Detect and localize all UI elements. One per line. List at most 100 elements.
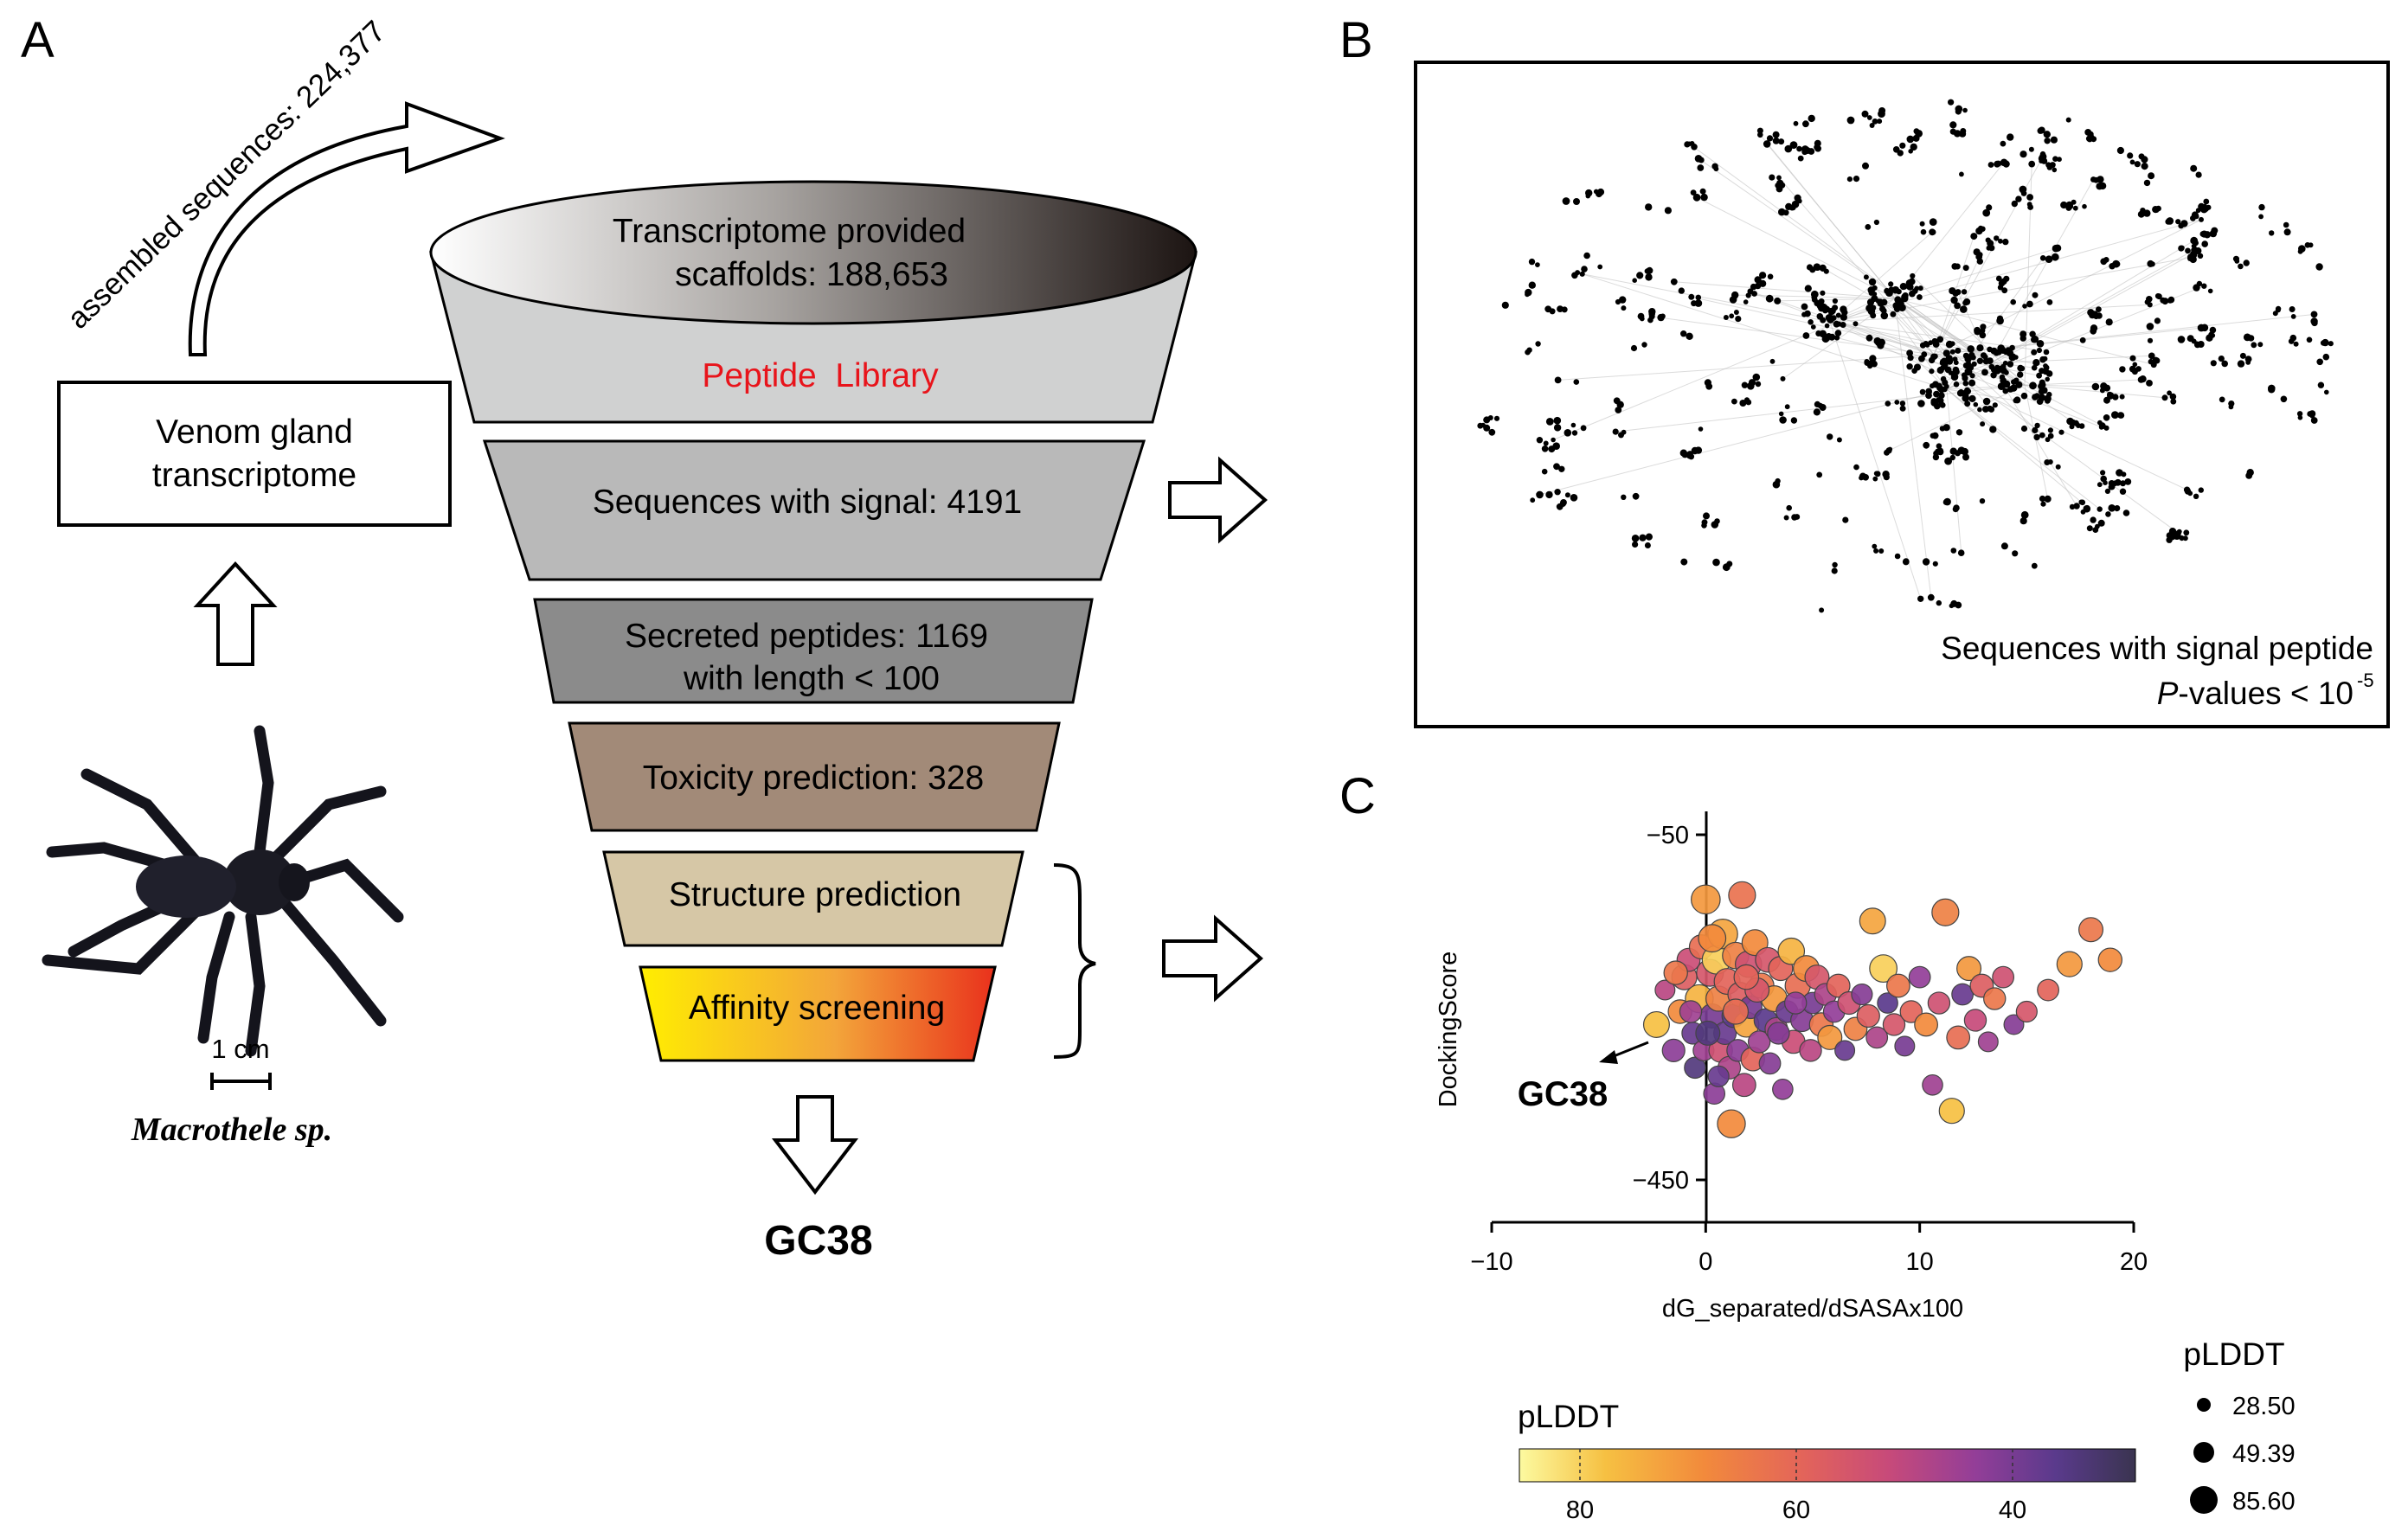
network-node: [1834, 330, 1842, 336]
network-node: [2072, 205, 2078, 211]
network-node: [2290, 314, 2296, 319]
network-node: [2328, 341, 2334, 347]
network-node: [1553, 416, 1562, 425]
network-node: [2200, 324, 2209, 332]
colorbar-tick-label: 40: [1999, 1496, 2026, 1524]
network-node: [2143, 179, 2151, 187]
network-node: [2080, 509, 2086, 515]
network-edge: [1909, 352, 1948, 390]
network-node: [1982, 406, 1989, 413]
network-node: [1880, 311, 1889, 320]
network-node: [2012, 550, 2019, 557]
network-node: [1692, 193, 1701, 202]
spider-photo: [42, 725, 404, 1057]
network-node: [1701, 522, 1707, 529]
network-node: [1752, 373, 1761, 381]
network-node: [2020, 425, 2028, 433]
scatter-point: [1834, 1040, 1856, 1061]
result-gc38: GC38: [764, 1218, 872, 1264]
network-node: [1928, 340, 1934, 346]
network-node: [2124, 478, 2132, 485]
scatter-point: [1877, 992, 1898, 1014]
network-node: [2116, 146, 2124, 155]
network-node: [1618, 432, 1624, 439]
down-arrow-icon: [771, 1095, 859, 1195]
network-node: [1961, 289, 1968, 295]
scatter-point: [1717, 1109, 1746, 1138]
network-node: [1828, 333, 1836, 341]
scatter-point: [1908, 965, 1931, 989]
network-node: [2002, 388, 2009, 394]
network-node: [1919, 388, 1926, 395]
network-node: [2170, 398, 2177, 405]
scatter-point: [1963, 1009, 1987, 1032]
network-node: [2132, 362, 2138, 368]
network-node: [1950, 373, 1959, 381]
network-caption-exponent: -5: [2357, 670, 2374, 691]
network-node: [2090, 136, 2097, 143]
network-node: [2058, 429, 2064, 435]
network-node: [2201, 240, 2208, 247]
network-node: [1564, 492, 1570, 498]
scatter-point: [1992, 965, 2015, 989]
network-node: [1906, 363, 1913, 370]
up-arrow-icon: [193, 561, 278, 666]
network-node: [1899, 142, 1906, 149]
network-node: [2000, 140, 2007, 147]
network-node: [2148, 352, 2155, 360]
network-node: [1954, 263, 1961, 270]
stage-structure: [602, 850, 1024, 947]
network-edge: [1759, 134, 1896, 299]
scatter-point: [1882, 1013, 1906, 1036]
network-node: [1994, 160, 2001, 168]
network-node: [1729, 296, 1737, 304]
network-node: [2149, 261, 2155, 267]
network-node: [2031, 349, 2038, 356]
network-node: [1645, 273, 1653, 281]
network-node: [2103, 414, 2110, 421]
network-node: [1700, 193, 1708, 202]
network-node: [1493, 415, 1500, 421]
network-node: [1834, 335, 1840, 341]
network-node: [1660, 313, 1666, 319]
network-node: [1919, 221, 1925, 227]
network-node: [2105, 511, 2111, 517]
network-edge: [1933, 313, 2315, 356]
network-node: [1554, 489, 1561, 496]
scatter-point: [1691, 884, 1721, 915]
network-node: [1639, 534, 1647, 542]
network-node: [2119, 488, 2127, 495]
network-node: [2085, 135, 2092, 142]
network-node: [1976, 357, 1984, 364]
network-node: [1982, 397, 1991, 406]
network-node: [1960, 305, 1968, 313]
network-node: [1745, 399, 1752, 406]
network-node: [1814, 401, 1820, 407]
network-node: [1630, 344, 1638, 352]
network-edge: [2024, 384, 2049, 499]
network-node: [2296, 411, 2303, 417]
network-edge: [1946, 285, 2205, 390]
network-node: [1621, 305, 1627, 311]
network-node: [1942, 362, 1949, 368]
network-node: [2103, 384, 2111, 392]
scatter-point: [2078, 917, 2104, 943]
network-node: [1859, 475, 1864, 481]
network-node: [1894, 553, 1901, 560]
size-legend-dot: [2190, 1486, 2218, 1514]
network-edge: [1829, 321, 2187, 490]
network-node: [1869, 123, 1875, 128]
panel-label-b: B: [1339, 12, 1373, 68]
network-edge: [1829, 255, 2201, 323]
network-node: [2251, 342, 2257, 349]
network-node: [2020, 151, 2027, 158]
network-node: [1670, 278, 1678, 285]
network-node: [1691, 300, 1698, 307]
size-legend-label: 28.50: [2232, 1393, 2296, 1420]
network-node: [1553, 424, 1562, 432]
network-node: [2193, 214, 2199, 220]
network-node: [1840, 305, 1847, 313]
network-node: [1878, 338, 1885, 346]
